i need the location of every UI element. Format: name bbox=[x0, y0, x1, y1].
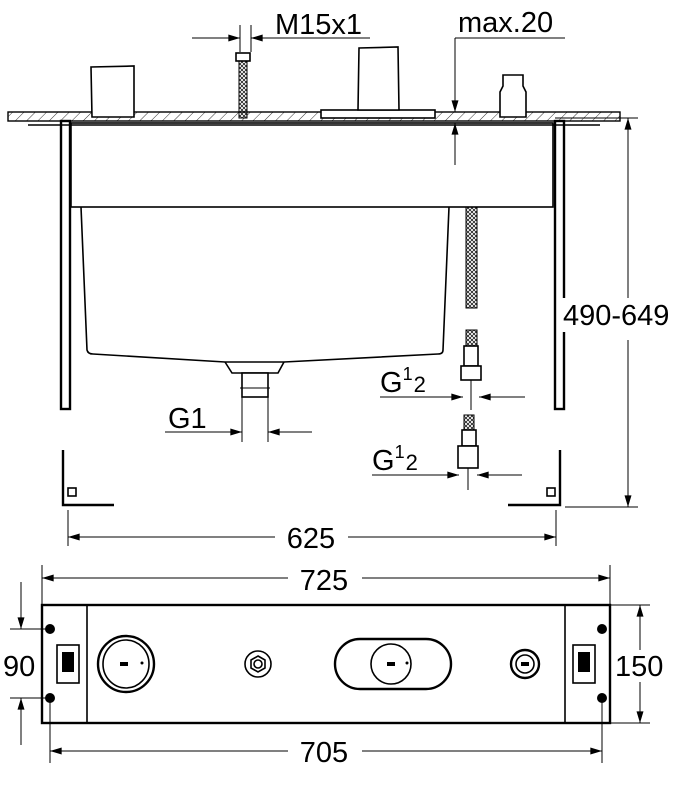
mounting-hole-icon bbox=[597, 624, 607, 634]
plan-frame bbox=[40, 603, 612, 725]
drain-thread-label: G1 bbox=[168, 403, 207, 435]
thread-top-label: M15x1 bbox=[275, 9, 362, 41]
hose-nut-1 bbox=[460, 365, 482, 381]
braided-hose-right bbox=[465, 206, 478, 309]
height-range-label: 490-649 bbox=[563, 300, 669, 332]
right-bracket bbox=[553, 119, 566, 411]
left-bracket-bolt-icon bbox=[67, 487, 77, 497]
hose-nut-2 bbox=[457, 445, 479, 469]
drain-pipe bbox=[241, 372, 269, 398]
spout-left-plan-icon bbox=[96, 634, 156, 694]
braided-hose-right-2 bbox=[465, 329, 478, 347]
hole-spacing-depth-label: 90 bbox=[3, 651, 35, 683]
supply-thread-2-label: G12 bbox=[372, 442, 418, 477]
overall-depth-label: 150 bbox=[615, 651, 663, 683]
spout-center bbox=[357, 46, 400, 111]
hose-nut-plan-icon bbox=[244, 650, 272, 678]
bracket-spacing-label: 625 bbox=[287, 523, 335, 555]
braided-hose-top bbox=[238, 60, 248, 119]
hole-spacing-width-label: 705 bbox=[300, 737, 348, 769]
braided-hose-lower bbox=[463, 414, 475, 431]
right-bracket-foot bbox=[508, 450, 562, 507]
hose-nut-top bbox=[235, 52, 251, 62]
connector-right-plan-icon bbox=[509, 648, 541, 680]
right-bracket-bolt-icon bbox=[546, 487, 556, 497]
frame-box bbox=[70, 122, 554, 208]
max-thickness-label: max.20 bbox=[458, 7, 553, 39]
overall-width-label: 725 bbox=[300, 565, 348, 597]
spout-center-plan-icon bbox=[333, 637, 453, 691]
mounting-hole-icon bbox=[597, 693, 607, 703]
side-view: M15x1 max.20 490-649 G1 G12 G12 625 bbox=[7, 7, 686, 555]
base-plate bbox=[320, 109, 436, 119]
right-clamp-icon bbox=[572, 644, 596, 684]
connector-right bbox=[499, 74, 527, 118]
left-bracket bbox=[59, 119, 72, 411]
supply-thread-1-label: G12 bbox=[380, 364, 426, 399]
hose-fitting-lower bbox=[461, 429, 477, 447]
drain-cone bbox=[224, 361, 285, 374]
left-clamp-icon bbox=[56, 644, 80, 684]
left-bracket-foot bbox=[61, 450, 114, 507]
basin bbox=[80, 206, 450, 363]
countertop bbox=[7, 111, 621, 122]
spout-left bbox=[90, 65, 135, 118]
plan-view: 725 705 90 150 bbox=[3, 565, 690, 769]
hose-fitting bbox=[463, 345, 479, 367]
